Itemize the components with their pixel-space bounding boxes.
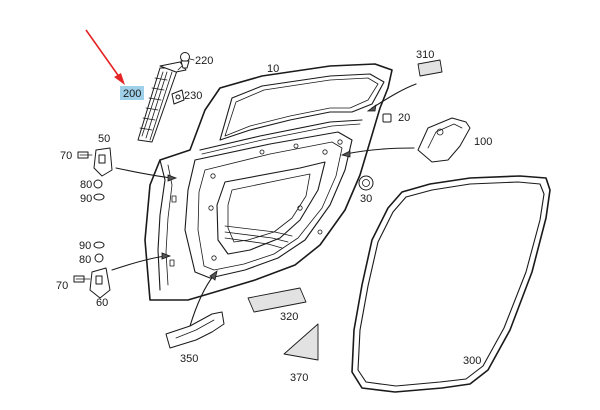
callout-300: 300 <box>463 355 481 367</box>
part-10-door-shell[interactable] <box>144 63 393 301</box>
part-200-window-channel[interactable] <box>137 61 187 143</box>
leader-100 <box>345 147 415 155</box>
callout-90-upper: 90 <box>80 193 92 205</box>
part-220-clip[interactable] <box>180 52 195 69</box>
callout-100: 100 <box>474 136 492 148</box>
callout-370: 370 <box>290 372 308 384</box>
part-90-lower-washer[interactable] <box>93 241 105 249</box>
callout-80-upper: 80 <box>80 179 92 191</box>
part-60-lower-hinge[interactable] <box>89 267 111 299</box>
callout-90-lower: 90 <box>79 240 91 252</box>
callout-80-lower: 80 <box>79 254 91 266</box>
callout-50: 50 <box>98 133 110 145</box>
part-310-pad[interactable] <box>417 59 443 77</box>
callout-200: 200 <box>123 88 141 100</box>
callout-10: 10 <box>267 63 279 75</box>
arrowhead-50 <box>167 174 178 182</box>
red-pointer-arrow <box>85 29 125 85</box>
part-30-grommet[interactable] <box>358 175 374 191</box>
arrowhead-310 <box>366 104 377 112</box>
part-70-lower-bolt[interactable] <box>73 275 91 283</box>
part-80-upper-nut[interactable] <box>93 179 103 189</box>
callout-60: 60 <box>96 297 108 309</box>
callout-220: 220 <box>195 55 213 67</box>
part-300-door-seal[interactable] <box>351 175 551 393</box>
leader-310 <box>371 83 417 109</box>
part-320-foil[interactable] <box>247 287 307 313</box>
callout-70-lower: 70 <box>56 280 68 292</box>
part-70-upper-bolt[interactable] <box>77 151 93 159</box>
part-230-bracket[interactable] <box>171 89 185 105</box>
part-200-highlight <box>120 86 144 100</box>
arrowhead-350 <box>209 270 218 281</box>
part-370-trim-piece[interactable] <box>283 323 319 361</box>
callout-70-upper: 70 <box>60 150 72 162</box>
arrowhead-60 <box>161 252 172 260</box>
part-100-corner-trim[interactable] <box>417 117 471 163</box>
callout-320: 320 <box>280 311 298 323</box>
callout-230: 230 <box>184 90 202 102</box>
part-80-lower-nut[interactable] <box>94 253 104 263</box>
callout-310: 310 <box>416 49 434 61</box>
callout-20: 20 <box>398 112 410 124</box>
part-50-upper-hinge[interactable] <box>93 147 113 177</box>
callout-350: 350 <box>180 353 198 365</box>
part-350-lower-bracket[interactable] <box>165 311 225 349</box>
leader-220 <box>177 65 183 71</box>
arrowhead-100 <box>340 150 351 158</box>
callout-30: 30 <box>360 193 372 205</box>
part-20-grommet[interactable] <box>382 113 392 123</box>
part-90-upper-washer[interactable] <box>93 193 105 201</box>
part-200-label[interactable]: 200 <box>120 86 144 100</box>
